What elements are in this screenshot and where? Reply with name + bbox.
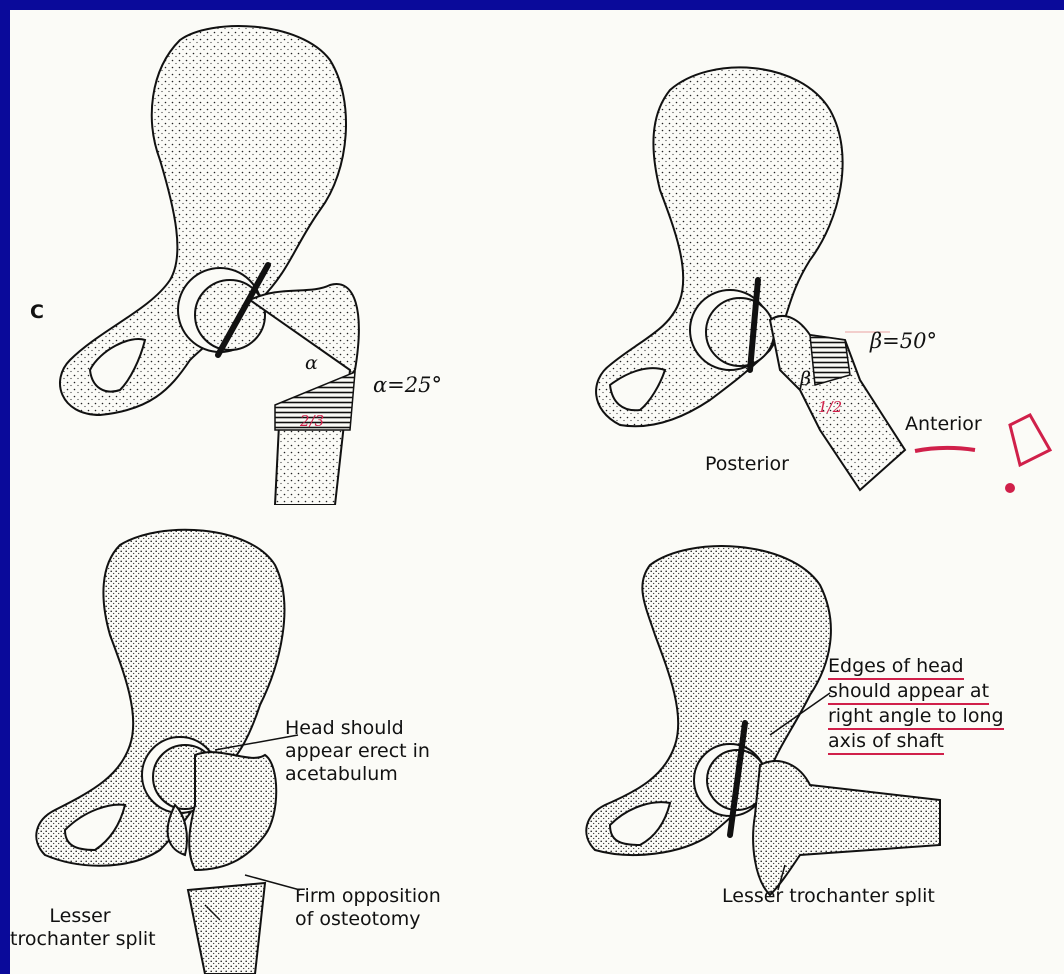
lesser-trochanter-right-label: Lesser trochanter split xyxy=(722,885,935,908)
anterior-underline xyxy=(915,448,975,451)
left-pelvis-top xyxy=(60,26,346,415)
lesser-trochanter-left-line-2: trochanter split xyxy=(10,928,150,951)
alpha-fraction-note: 2/3 xyxy=(300,412,324,430)
anterior-label: Anterior xyxy=(905,413,982,436)
firm-opposition-label: Firm opposition of osteotomy xyxy=(295,885,441,931)
beta-symbol: β xyxy=(800,368,811,391)
edges-line-4: axis of shaft xyxy=(828,730,944,755)
head-erect-line-2: appear erect in xyxy=(285,740,430,763)
posterior-label: Posterior xyxy=(705,453,789,476)
lesser-trochanter-left-label: Lesser trochanter split xyxy=(10,905,150,951)
beta-fraction-note: 1/2 xyxy=(818,398,842,416)
edges-line-1: Edges of head xyxy=(828,655,964,680)
alpha-angle-label: α=25° xyxy=(373,374,442,397)
firm-opposition-line-2: of osteotomy xyxy=(295,908,441,931)
edges-line-2: should appear at xyxy=(828,680,989,705)
head-erect-label: Head should appear erect in acetabulum xyxy=(285,717,430,786)
edges-of-head-label: Edges of head should appear at right ang… xyxy=(828,655,1004,755)
panel-letter: C xyxy=(30,301,44,324)
lesser-trochanter-left-line-1: Lesser xyxy=(10,905,150,928)
red-warning-mark xyxy=(1010,415,1050,465)
alpha-symbol: α xyxy=(305,352,318,375)
head-erect-line-1: Head should xyxy=(285,717,430,740)
top-diagram-panel: C α α=25° 2/3 β β=50° 1/2 Anterior Poste… xyxy=(10,10,1064,505)
bottom-diagram-panel: Head should appear erect in acetabulum F… xyxy=(10,505,1064,974)
head-erect-line-3: acetabulum xyxy=(285,763,430,786)
firm-opposition-line-1: Firm opposition xyxy=(295,885,441,908)
red-warning-dot xyxy=(1005,483,1015,493)
edges-line-3: right angle to long xyxy=(828,705,1004,730)
beta-angle-label: β=50° xyxy=(870,330,937,353)
